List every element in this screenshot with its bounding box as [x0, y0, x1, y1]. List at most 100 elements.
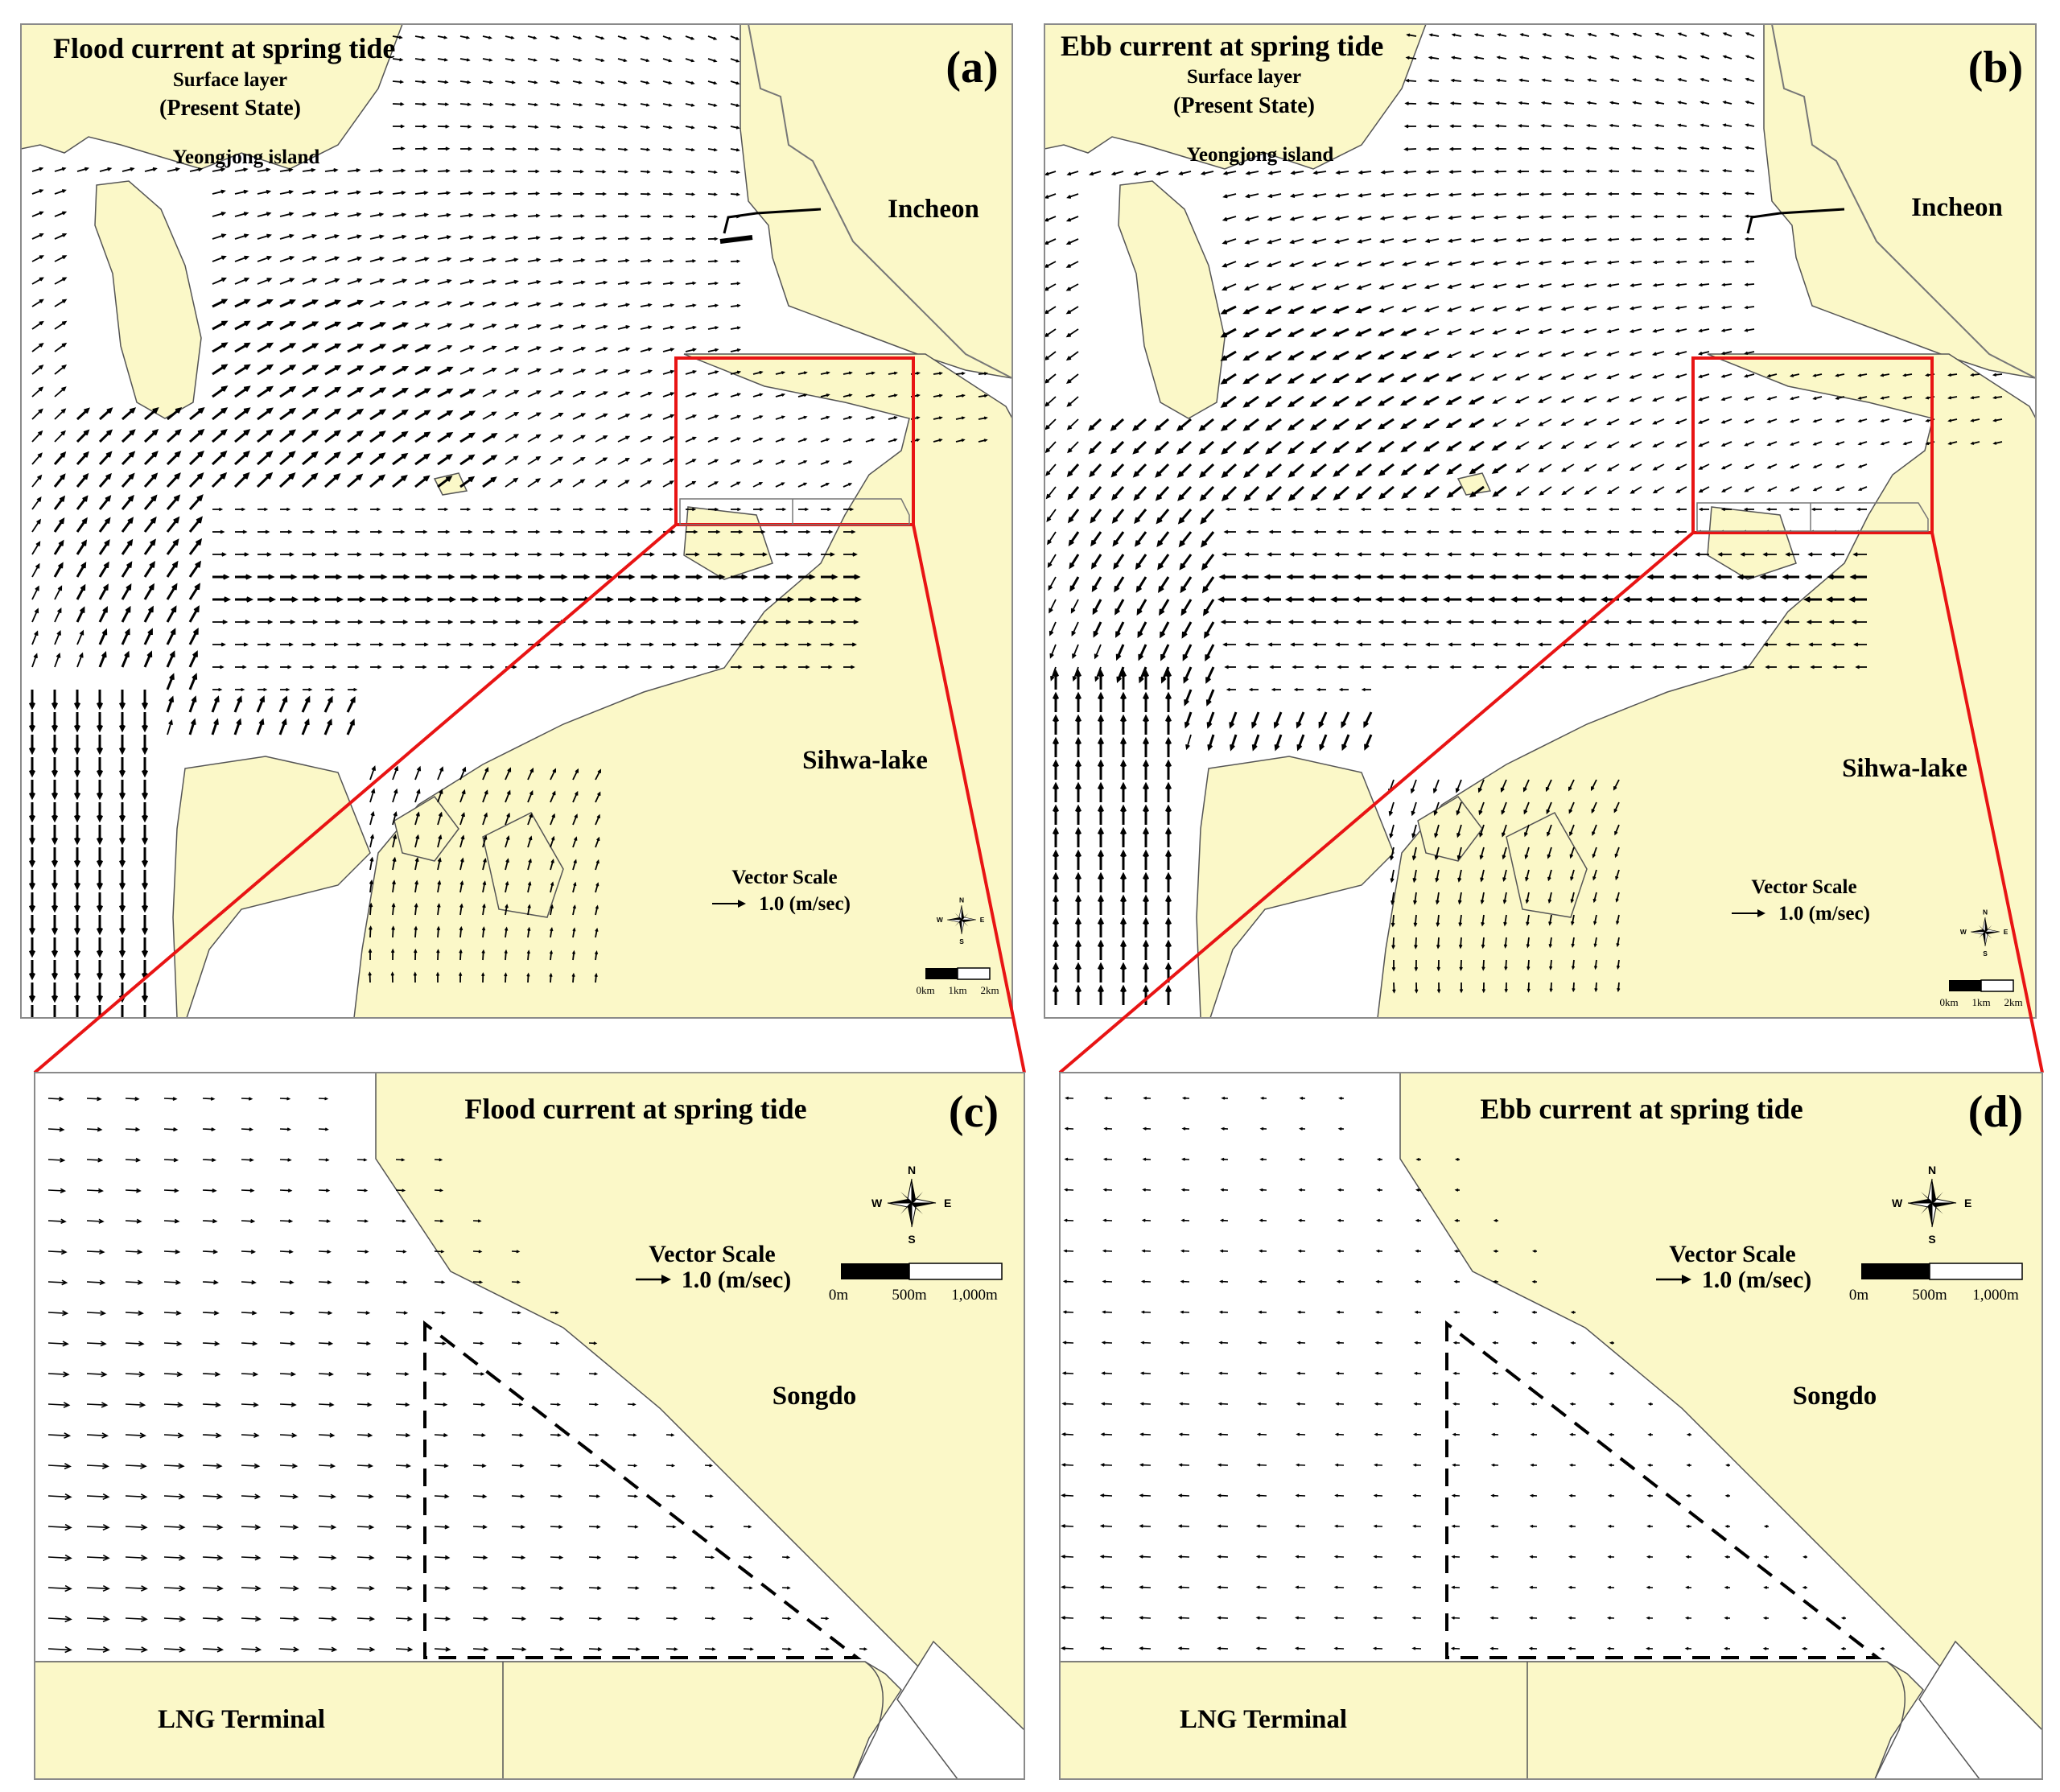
current-vector	[202, 1341, 220, 1346]
current-vector	[1312, 171, 1327, 175]
current-vector	[1295, 1524, 1306, 1528]
current-vector	[1376, 1218, 1383, 1222]
current-vector	[188, 695, 197, 713]
current-vector	[1255, 1585, 1267, 1589]
current-vector	[1049, 644, 1057, 659]
current-vector	[1447, 238, 1462, 243]
current-vector	[437, 834, 443, 848]
current-vector	[1219, 1279, 1229, 1283]
current-vector	[212, 552, 227, 557]
current-vector	[1428, 56, 1440, 60]
current-vector	[31, 342, 44, 352]
current-vector	[96, 690, 104, 711]
current-vector	[1411, 847, 1417, 861]
current-vector	[202, 1616, 224, 1622]
current-vector	[1540, 507, 1551, 512]
current-vector	[618, 620, 634, 624]
current-vector	[1243, 261, 1259, 268]
current-vector	[279, 365, 297, 376]
current-vector	[459, 880, 464, 893]
current-vector	[707, 237, 719, 241]
current-vector	[459, 323, 475, 330]
current-vector	[550, 236, 563, 241]
current-vector	[1763, 1585, 1770, 1589]
current-vector	[1560, 373, 1575, 380]
current-vector	[707, 259, 719, 263]
current-vector	[1427, 101, 1440, 105]
current-vector	[707, 170, 718, 174]
current-vector	[1607, 237, 1620, 242]
current-vector	[280, 552, 295, 557]
current-vector	[436, 949, 440, 961]
current-vector	[1561, 529, 1574, 534]
current-vector	[1676, 192, 1687, 196]
current-vector	[1646, 1616, 1654, 1620]
current-vector	[1069, 576, 1080, 592]
current-vector	[1675, 328, 1687, 333]
current-vector	[1562, 169, 1575, 174]
current-vector	[1295, 1616, 1306, 1620]
current-vector	[395, 1341, 409, 1345]
current-vector	[415, 552, 430, 557]
current-vector	[1334, 238, 1349, 244]
current-vector	[279, 1341, 296, 1346]
current-vector	[1503, 914, 1507, 927]
current-vector	[393, 507, 404, 512]
current-vector	[730, 370, 742, 375]
current-vector	[843, 371, 853, 375]
current-vector	[1451, 1524, 1461, 1528]
current-vector	[1699, 214, 1710, 219]
current-vector	[1258, 1279, 1267, 1283]
current-vector	[888, 393, 898, 398]
current-vector	[1569, 824, 1575, 837]
current-vector	[1267, 238, 1282, 245]
current-vector	[235, 574, 253, 580]
current-vector	[1780, 596, 1799, 603]
current-vector	[1698, 441, 1710, 447]
subtitle2-b: (Present State)	[1173, 93, 1315, 118]
current-vector	[459, 169, 473, 173]
current-vector	[279, 1250, 294, 1254]
current-vector	[437, 235, 452, 240]
current-vector	[1423, 395, 1440, 406]
current-vector	[1255, 1555, 1267, 1559]
current-vector	[1220, 305, 1237, 315]
current-vector	[1560, 441, 1575, 449]
current-vector	[1246, 665, 1259, 669]
current-vector	[1415, 982, 1419, 994]
current-vector	[303, 665, 315, 669]
current-vector	[392, 322, 409, 331]
current-vector	[96, 847, 104, 868]
current-vector	[472, 1250, 483, 1254]
current-vector	[798, 529, 811, 534]
current-vector	[1491, 463, 1507, 474]
current-vector	[1632, 32, 1642, 37]
current-vector	[707, 303, 719, 307]
current-vector	[1646, 1493, 1654, 1497]
current-vector	[1312, 238, 1327, 245]
current-vector	[212, 407, 229, 421]
current-vector	[1088, 418, 1102, 431]
current-vector	[1766, 418, 1778, 423]
current-vector	[212, 167, 226, 172]
current-vector	[256, 472, 274, 488]
current-vector	[685, 392, 698, 398]
current-vector	[31, 630, 39, 645]
current-vector	[1259, 1249, 1267, 1253]
current-vector	[511, 1464, 525, 1468]
current-vector	[414, 168, 429, 173]
current-vector	[1091, 576, 1102, 593]
current-vector	[1902, 418, 1913, 422]
current-vector	[235, 529, 248, 534]
current-vector	[47, 1279, 68, 1286]
current-vector	[1425, 170, 1440, 175]
current-vector	[1390, 869, 1395, 884]
current-vector	[1947, 396, 1958, 400]
current-vector	[618, 574, 636, 580]
current-vector	[257, 429, 274, 443]
current-vector	[550, 927, 554, 938]
frame-d	[1059, 1072, 2043, 1780]
current-vector	[1584, 283, 1597, 288]
current-vector	[955, 372, 966, 376]
letter-c: (c)	[949, 1087, 999, 1137]
